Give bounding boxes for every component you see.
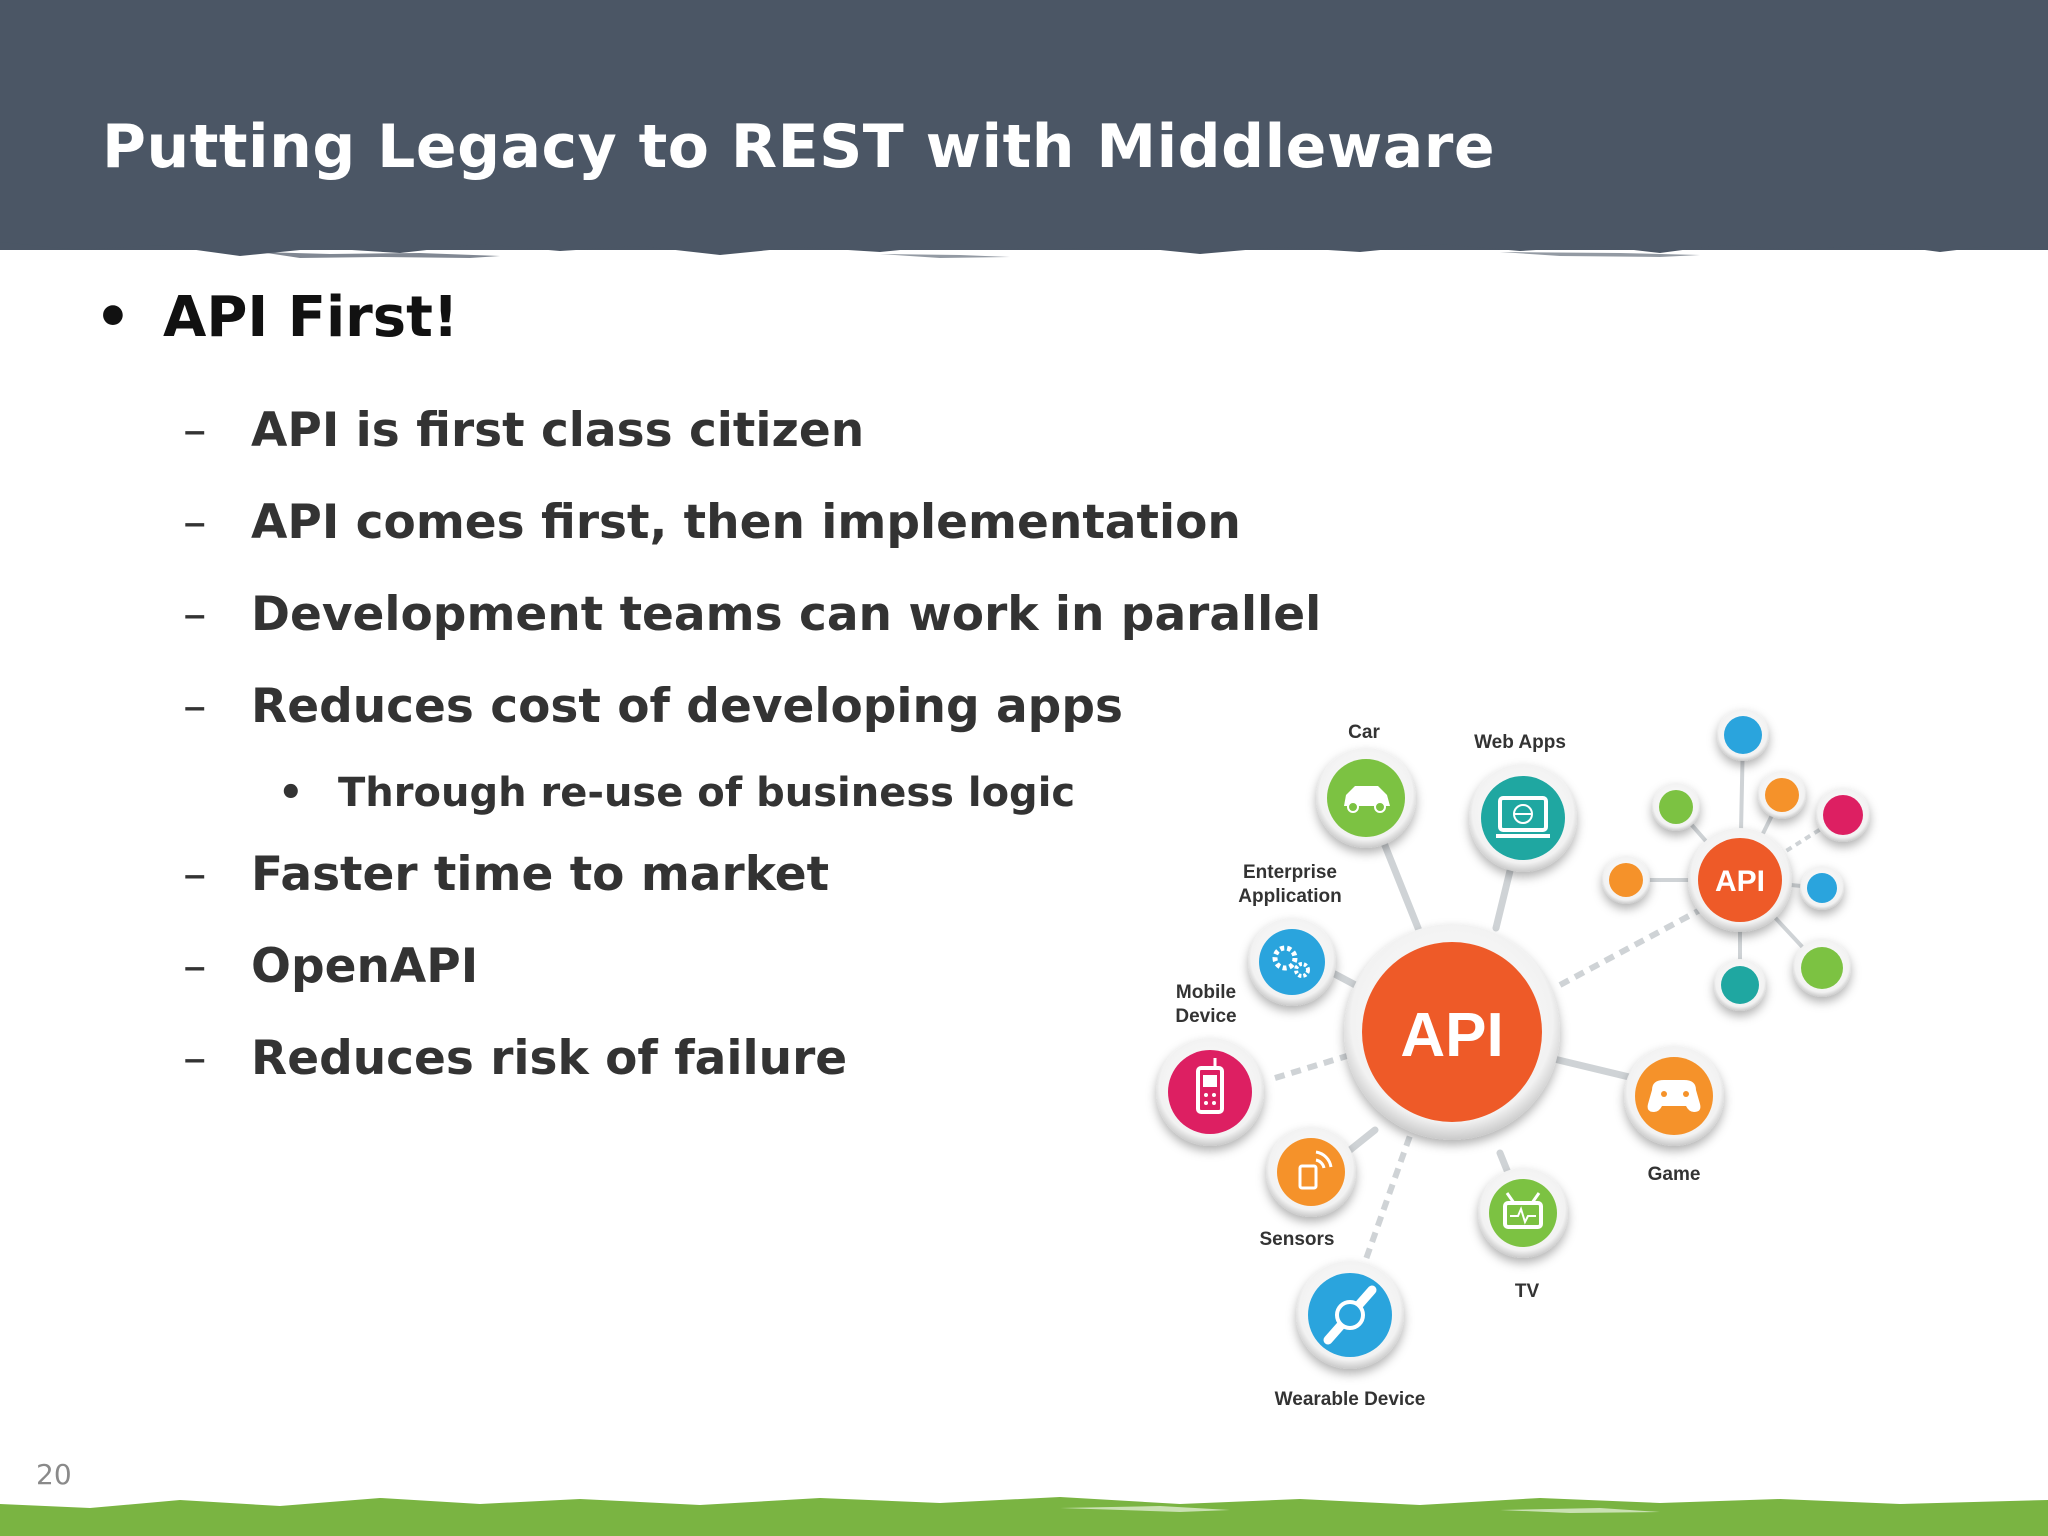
sensor-icon <box>1298 1150 1333 1190</box>
sub-bullet-text: Faster time to market <box>251 847 830 902</box>
small-api-hub-label: API <box>1715 865 1765 898</box>
gamepad-icon <box>1647 1080 1701 1112</box>
node-mobile-device: Mobile Device <box>1156 982 1264 1146</box>
api-hub: API <box>1344 924 1560 1140</box>
api-hub-label: API <box>1400 1001 1503 1070</box>
dash-marker: – <box>183 495 207 550</box>
bullet-marker: • <box>278 770 304 816</box>
node-label-tv: TV <box>1515 1281 1540 1302</box>
node-enterprise-application: Enterprise Application <box>1238 862 1342 1006</box>
sub-bullet: –API comes first, then implementation <box>183 495 1241 550</box>
api-ecosystem-diagram: API API Car <box>1156 709 1870 1410</box>
node-label-game: Game <box>1648 1164 1701 1185</box>
dash-marker: – <box>183 1031 207 1086</box>
sub-bullet: –OpenAPI <box>183 939 478 994</box>
dash-marker: – <box>183 847 207 902</box>
bullet-list: •API First! –API is first class citizen … <box>0 0 1321 1200</box>
slide-title: Putting Legacy to REST with Middleware <box>102 112 1496 182</box>
node-label-sensors: Sensors <box>1260 1229 1335 1250</box>
sub-bullet-text: Development teams can work in parallel <box>251 587 1322 642</box>
node-label-enterprise-line2: Application <box>1238 886 1341 907</box>
mobile-phone-icon <box>1196 1058 1224 1114</box>
sub-bullet-text: API comes first, then implementation <box>251 495 1241 550</box>
footer-green-band <box>0 1497 2048 1536</box>
bullet-text: API First! <box>163 285 459 350</box>
node-label-wearable: Wearable Device <box>1275 1389 1426 1410</box>
sub-bullet-text: Reduces risk of failure <box>251 1031 848 1086</box>
gears-icon <box>1272 945 1310 978</box>
sub-bullet: –API is first class citizen <box>183 403 864 458</box>
dash-marker: – <box>183 403 207 458</box>
page-number: 20 <box>36 1458 72 1491</box>
node-label-enterprise-line1: Enterprise <box>1243 862 1337 883</box>
small-satellites <box>1602 709 1870 1011</box>
sub-bullet-text: OpenAPI <box>251 939 479 994</box>
node-web-apps: Web Apps <box>1469 732 1577 872</box>
node-label-mobile-line2: Device <box>1175 1006 1236 1027</box>
sub-sub-bullet: • Through re-use of business logic <box>278 770 1075 816</box>
sub-bullet: –Faster time to market <box>183 847 829 902</box>
sub-bullet: –Reduces risk of failure <box>183 1031 847 1086</box>
dash-marker: – <box>183 587 207 642</box>
tv-icon <box>1503 1192 1543 1229</box>
node-game: Game <box>1624 1046 1724 1185</box>
node-label-web-apps: Web Apps <box>1474 732 1566 753</box>
sub-bullet: –Development teams can work in parallel <box>183 587 1321 642</box>
header-brush-edge <box>0 222 2048 258</box>
node-label-car: Car <box>1348 722 1380 743</box>
node-wearable-device: Wearable Device <box>1275 1261 1426 1410</box>
dash-marker: – <box>183 939 207 994</box>
car-icon <box>1344 786 1390 813</box>
watch-icon <box>1323 1285 1377 1345</box>
bullet-marker: • <box>95 285 131 350</box>
node-car: Car <box>1316 722 1416 848</box>
header-band <box>0 0 2048 250</box>
node-tv: TV <box>1478 1168 1568 1302</box>
small-api-hub: API <box>1688 828 1792 932</box>
sub-bullet: –Reduces cost of developing apps <box>183 679 1123 734</box>
node-sensors: Sensors <box>1260 1127 1356 1250</box>
monitor-icon <box>1496 796 1550 838</box>
sub-bullet-text: API is first class citizen <box>251 403 865 458</box>
sub-sub-bullet-text: Through re-use of business logic <box>338 770 1076 816</box>
bullet-api-first: • API First! <box>95 285 458 350</box>
node-label-mobile-line1: Mobile <box>1176 982 1236 1003</box>
sub-bullet-text: Reduces cost of developing apps <box>251 679 1123 734</box>
dash-marker: – <box>183 679 207 734</box>
